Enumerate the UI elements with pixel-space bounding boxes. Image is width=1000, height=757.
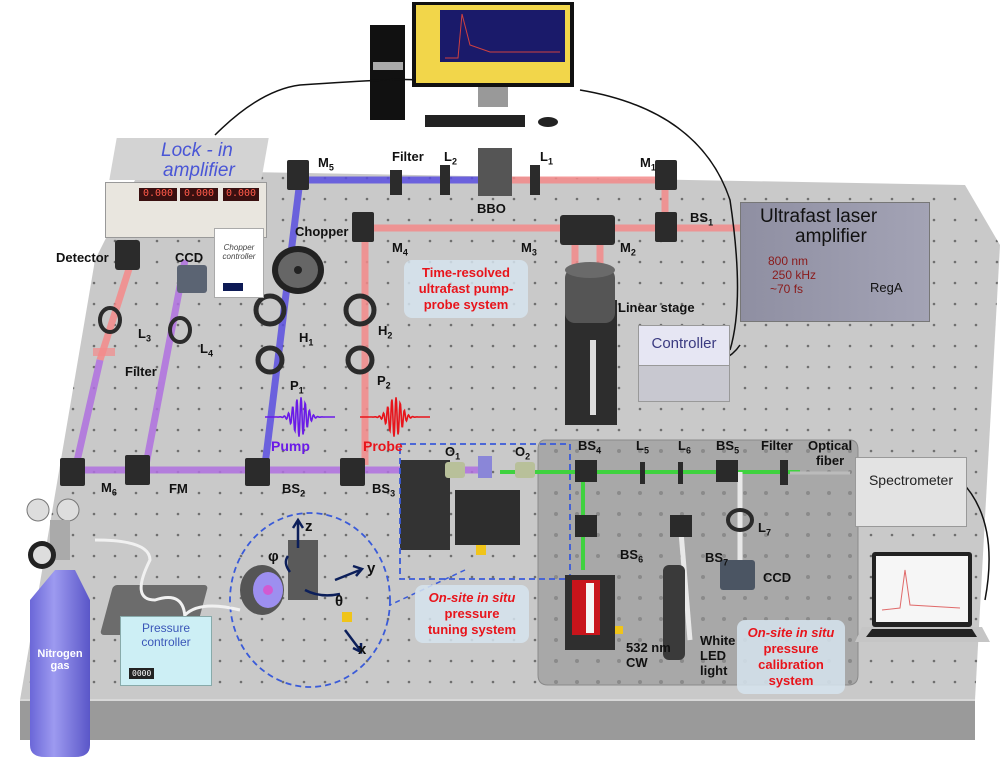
- label-filter-top: Filter: [392, 149, 424, 164]
- spectrometer: Spectrometer: [855, 457, 967, 527]
- linear-stage: [565, 262, 617, 425]
- tuning-zoom-box: [399, 443, 571, 580]
- rotation-stage: [455, 490, 520, 545]
- label-P1: P1: [290, 378, 304, 396]
- label-BS5: BS5: [716, 438, 740, 456]
- label-chopper: Chopper: [295, 224, 349, 239]
- laser-pulse-width: ~70 fs: [770, 282, 804, 296]
- label-M6: M6: [101, 480, 117, 498]
- label-M4: M4: [392, 240, 408, 258]
- optical-table-edge: [20, 700, 975, 740]
- calibration-optics: [565, 460, 788, 660]
- xyz-stage-O1: [400, 460, 450, 550]
- gas-line: [94, 538, 241, 621]
- label-P2: P2: [377, 373, 391, 391]
- label-M3: M3: [521, 240, 537, 258]
- pump-pulse: [265, 397, 335, 437]
- label-H2: H2: [378, 323, 393, 341]
- lockin-display-1: 0.000: [139, 188, 177, 201]
- nitrogen-line1: Nitrogen: [37, 648, 83, 660]
- nitrogen-cylinder: [26, 498, 90, 757]
- label-L2: L2: [444, 149, 457, 167]
- pressure-controller: Pressure controller 0000: [120, 616, 212, 686]
- label-FM: FM: [169, 481, 188, 496]
- label-M1: M1: [640, 155, 656, 173]
- computer-workstation: [370, 2, 574, 127]
- axis-z-label: z: [305, 518, 313, 535]
- axis-phi-label: φ: [268, 548, 279, 565]
- label-BS2: BS2: [282, 481, 306, 499]
- label-filter-right: Filter: [761, 438, 793, 453]
- label-filter-left: Filter: [125, 364, 157, 379]
- spectrometer-label: Spectrometer: [868, 472, 954, 488]
- label-L4: L4: [200, 341, 213, 359]
- label-L7: L7: [758, 520, 771, 538]
- pressure-controller-line1: Pressure: [141, 621, 191, 635]
- laser-wavelength: 800 nm: [768, 254, 809, 268]
- label-M5: M5: [318, 155, 334, 173]
- label-BS4: BS4: [578, 438, 602, 456]
- axis-theta-label: θ: [335, 593, 344, 610]
- label-pump: Pump: [271, 438, 310, 454]
- lockin-display-2: 0.000: [180, 188, 218, 201]
- stage-controller: Controller: [638, 325, 730, 367]
- laser-title-line1: Ultrafast laser: [760, 206, 878, 227]
- label-L1: L1: [540, 149, 553, 167]
- laser-title-line2: amplifier: [795, 226, 867, 247]
- chopper-controller-line2: controller: [222, 252, 256, 261]
- label-ccd-left: CCD: [175, 250, 204, 265]
- axis-y-label: y: [367, 560, 376, 577]
- label-detector: Detector: [56, 250, 109, 265]
- tuning-zoom-circle: [229, 512, 391, 688]
- nitrogen-line2: gas: [50, 660, 70, 672]
- pressure-controller-line2: controller: [141, 635, 191, 649]
- label-BS6: BS6: [620, 547, 644, 565]
- label-probe: Probe: [363, 438, 403, 454]
- pressure-display: 0000: [129, 668, 155, 679]
- label-O2: O2: [515, 444, 531, 462]
- chopper-controller-line1: Chopper: [223, 243, 255, 252]
- nitrogen-label: Nitrogen gas: [30, 648, 90, 672]
- label-BS1: BS1: [690, 210, 714, 228]
- laser-rep-rate: 250 kHz: [772, 268, 817, 282]
- probe-pulse: [360, 397, 430, 437]
- lockin-label-line2: amplifier: [163, 160, 235, 181]
- laser-model: RegA: [870, 280, 903, 295]
- lockin-display-3: 0.000: [223, 188, 259, 201]
- ultrafast-laser-amplifier: Ultrafast laser amplifier 800 nm 250 kHz…: [740, 202, 930, 322]
- label-H1: H1: [299, 330, 314, 348]
- axis-arrows: [284, 517, 365, 655]
- label-BS3: BS3: [372, 481, 396, 499]
- label-BBO: BBO: [477, 201, 506, 216]
- axis-x-label: x: [358, 641, 367, 658]
- label-L3: L3: [138, 326, 151, 344]
- lockin-label-line1: Lock - in: [161, 140, 233, 161]
- label-L5: L5: [636, 438, 649, 456]
- label-BS7: BS7: [705, 550, 729, 568]
- lockin-amplifier: Lock - in amplifier 0.000 0.000 0.000: [103, 138, 269, 238]
- label-O1: O1: [445, 444, 461, 462]
- chopper: [272, 246, 324, 294]
- laptop: [855, 552, 990, 642]
- optical-mounts: [60, 148, 677, 486]
- controller-label: Controller: [651, 335, 717, 352]
- label-linear-stage: Linear stage: [618, 300, 695, 315]
- chopper-controller: Chopper controller: [214, 228, 264, 298]
- label-M2: M2: [620, 240, 636, 258]
- label-ccd-right: CCD: [763, 570, 792, 585]
- label-L6: L6: [678, 438, 691, 456]
